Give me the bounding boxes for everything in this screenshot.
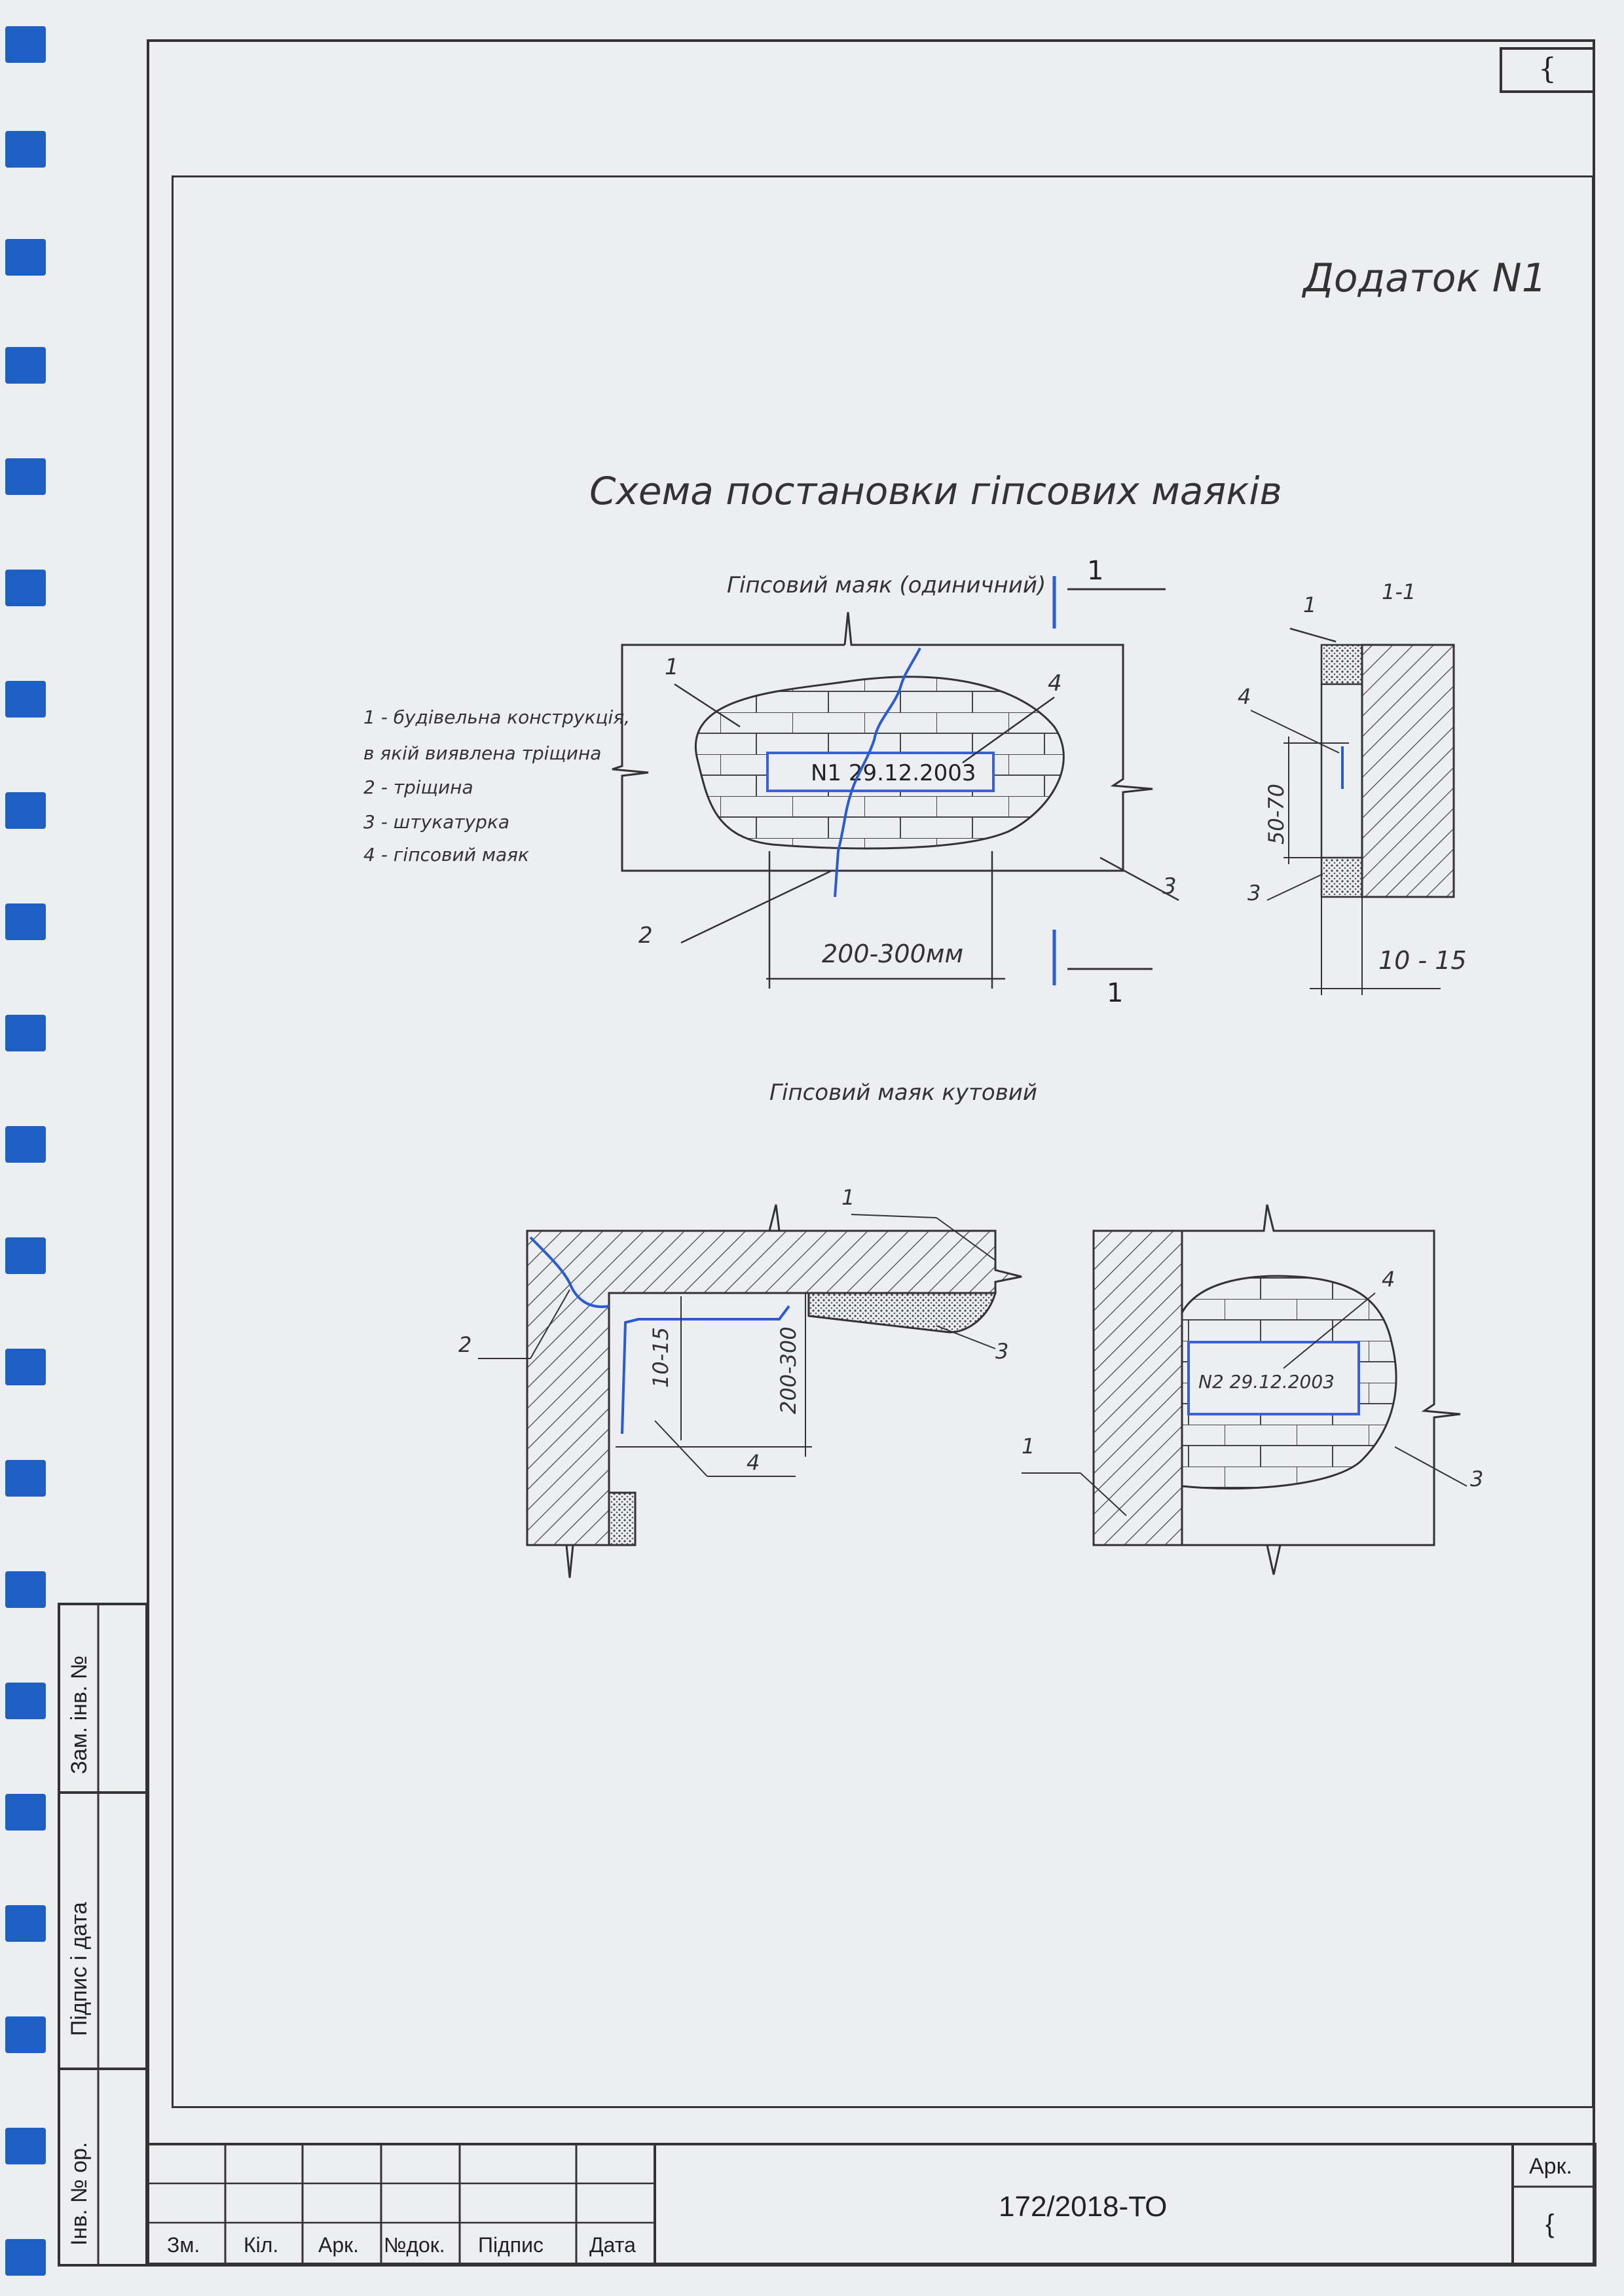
section-label-bottom: 1 xyxy=(1107,978,1123,1008)
callout-4-elevation: 4 xyxy=(1382,1267,1395,1292)
title-col-date: Дата xyxy=(589,2233,636,2257)
document-code: 172/2018-ТО xyxy=(999,2191,1167,2223)
sheet-label: Арк. xyxy=(1529,2154,1572,2179)
callout-3-elevation: 3 xyxy=(1470,1467,1483,1491)
title-col-signature: Підпис xyxy=(478,2233,544,2257)
dimension-height: 50-70 xyxy=(1264,784,1289,845)
corner-crack xyxy=(529,1236,610,1308)
single-beacon-plan: Гіпсовий маяк (одиничний) N1 29.12.2003 … xyxy=(612,556,1179,1008)
legend-line-2: в якій виявлена тріщина xyxy=(363,742,601,764)
side-stamp-signature: Підпис і дата xyxy=(67,1902,92,2036)
section-1-1: 1-1 1 50-70 4 3 10 - 15 xyxy=(1238,579,1467,995)
main-title: Схема постановки гіпсових маяків xyxy=(589,469,1282,513)
spiral-binding xyxy=(0,0,52,2296)
dimension-thickness-section: 10 - 15 xyxy=(1378,946,1467,975)
single-beacon-title: Гіпсовий маяк (одиничний) xyxy=(727,572,1046,598)
legend: 1 - будівельна конструкція, в якій виявл… xyxy=(363,706,630,866)
callout-4-single: 4 xyxy=(1048,670,1062,697)
side-stamp-inventory: Інв. № ор. xyxy=(67,2142,92,2246)
dimension-width-single: 200-300мм xyxy=(822,939,963,968)
side-stamp-replacement: Зам. інв. № xyxy=(67,1656,92,1774)
corner-beacon-plan: 10-15 200-300 1 2 3 4 xyxy=(458,1185,1022,1578)
sheet-inner-frame xyxy=(172,175,1594,2108)
dimension-width-corner: 200-300 xyxy=(776,1326,801,1414)
appendix-title: Додаток N1 xyxy=(1301,255,1547,301)
callout-3-section: 3 xyxy=(1247,881,1261,905)
callout-2-single: 2 xyxy=(638,922,653,949)
legend-line-1: 1 - будівельна конструкція, xyxy=(363,706,630,728)
callout-3-corner: 3 xyxy=(995,1339,1008,1364)
section-name: 1-1 xyxy=(1382,579,1416,604)
callout-1-section: 1 xyxy=(1303,592,1316,617)
title-col-change: Зм. xyxy=(167,2233,200,2257)
section-label-top: 1 xyxy=(1087,556,1103,586)
title-col-quantity: Кіл. xyxy=(244,2233,278,2257)
callout-1-single: 1 xyxy=(665,654,679,680)
title-col-doc: №док. xyxy=(384,2233,445,2257)
crack-line xyxy=(834,647,921,898)
corner-beacon-title: Гіпсовий маяк кутовий xyxy=(769,1080,1037,1106)
legend-line-4: 3 - штукатурка xyxy=(363,811,509,833)
callout-3-single: 3 xyxy=(1162,873,1177,900)
beacon-plate-1-text: N1 29.12.2003 xyxy=(811,760,976,786)
side-stamp: Зам. інв. № Підпис і дата Інв. № ор. xyxy=(58,1603,148,2267)
callout-4-corner: 4 xyxy=(747,1450,760,1475)
beacon-plate-1 xyxy=(766,752,995,792)
legend-line-3: 2 - тріщина xyxy=(363,776,473,798)
sheet-corner-mark: { xyxy=(1500,47,1595,93)
callout-1-elevation: 1 xyxy=(1022,1434,1035,1459)
sheet-mark: { xyxy=(1545,2210,1554,2238)
beacon-plate-2-text: N2 29.12.2003 xyxy=(1198,1371,1335,1393)
dimension-thickness-corner: 10-15 xyxy=(648,1327,673,1388)
callout-4-section: 4 xyxy=(1238,684,1251,709)
legend-line-5: 4 - гіпсовий маяк xyxy=(363,844,529,866)
beacon-plate-2 xyxy=(1187,1341,1360,1415)
callout-2-corner: 2 xyxy=(458,1332,471,1357)
callout-1-corner: 1 xyxy=(841,1185,855,1210)
title-col-sheet: Арк. xyxy=(318,2233,359,2257)
title-block: Зм. Кіл. Арк. №док. Підпис Дата 172/2018… xyxy=(145,2143,1596,2267)
corner-beacon-elevation: N2 29.12.2003 4 1 3 xyxy=(1022,1204,1483,1575)
